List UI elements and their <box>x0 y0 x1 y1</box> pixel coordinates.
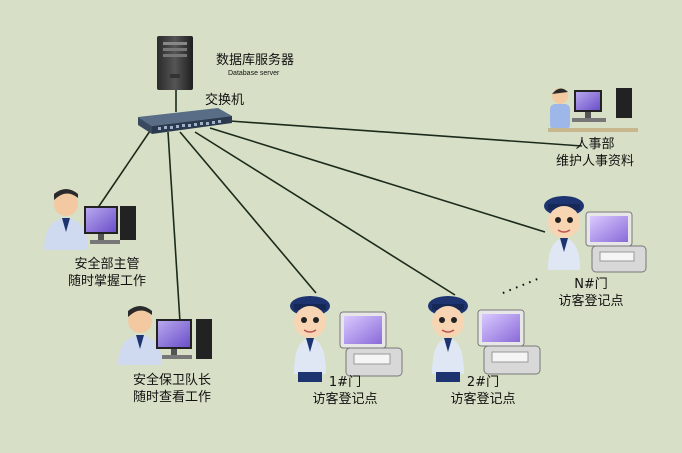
guard-captain-workstation-icon <box>118 306 212 365</box>
line-switch-security-head <box>94 130 151 213</box>
guard-captain-desc: 随时查看工作 <box>132 390 211 405</box>
switch-label: 交换机 <box>205 93 245 108</box>
security-head-label: 安全部主管 随时掌握工作 <box>52 256 162 290</box>
gate1-desc: 访客登记点 <box>312 392 378 407</box>
gate2-title: 2#门 <box>466 375 500 390</box>
guard-captain-label: 安全保卫队长 随时查看工作 <box>112 372 232 406</box>
gate1-guard-icon <box>290 296 330 382</box>
line-switch-gate2 <box>194 131 456 296</box>
server-icon <box>157 36 193 90</box>
line-switch-gate1 <box>179 131 317 294</box>
hr-label: 人事部 维护人事资料 <box>540 136 650 170</box>
gateN-guard-icon <box>544 196 584 270</box>
guard-captain-title: 安全保卫队长 <box>132 373 211 388</box>
server-title: 数据库服务器 <box>216 53 295 68</box>
gateN-desc: 访客登记点 <box>558 294 624 309</box>
gate2-desc: 访客登记点 <box>450 392 516 407</box>
gate1-kiosk-icon <box>339 311 403 377</box>
security-head-desc: 随时掌握工作 <box>67 274 146 289</box>
server-subtitle: Database server <box>228 70 280 77</box>
switch-icon <box>138 108 232 134</box>
gateN-label: N#门 访客登记点 <box>536 276 646 310</box>
hr-desc: 维护人事资料 <box>555 154 634 169</box>
connection-lines <box>94 88 583 323</box>
gateN-title: N#门 <box>574 277 608 292</box>
hr-workstation-icon <box>548 88 638 132</box>
server-label: 数据库服务器 Database server <box>216 52 294 78</box>
gate1-title: 1#门 <box>328 375 362 390</box>
gate2-label: 2#门 访客登记点 <box>428 374 538 408</box>
gate1-label: 1#门 访客登记点 <box>290 374 400 408</box>
security-head-title: 安全部主管 <box>74 257 140 272</box>
gate2-kiosk-icon <box>477 309 541 375</box>
security-head-workstation-icon <box>44 189 136 250</box>
gateN-kiosk-icon <box>585 211 647 273</box>
line-switch-hr <box>229 120 583 147</box>
hr-title: 人事部 <box>575 137 615 152</box>
line-switch-gateN <box>209 127 546 233</box>
gate2-guard-icon <box>428 296 468 382</box>
line-switch-guard-captain <box>167 131 181 323</box>
